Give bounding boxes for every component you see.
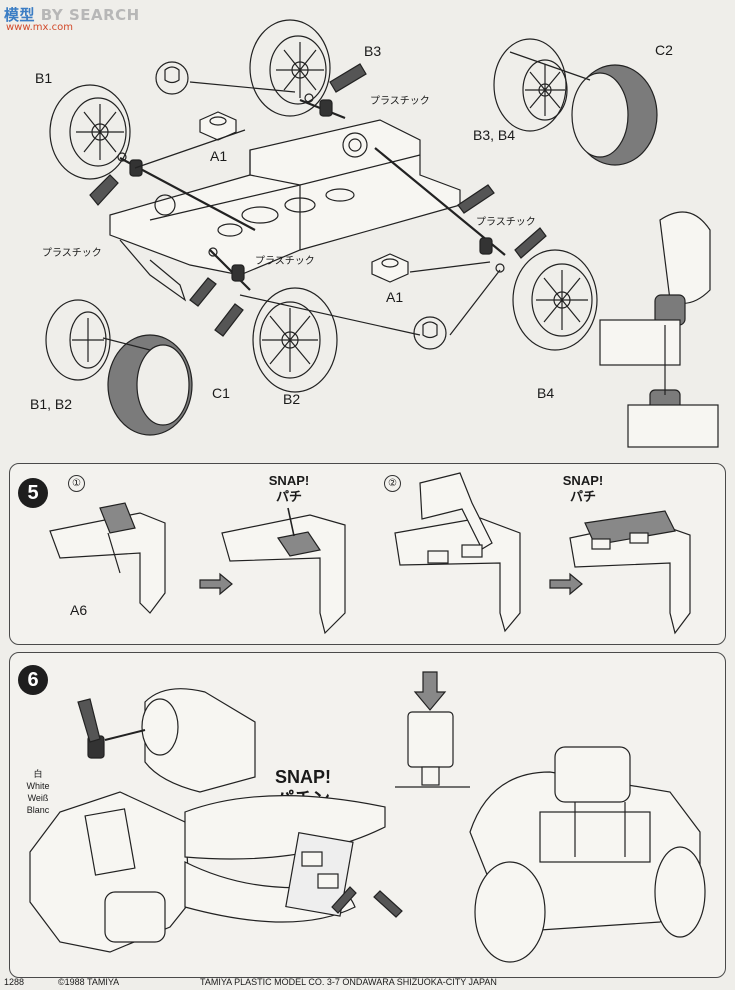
label-a1-top: A1 <box>210 148 228 164</box>
page-number: 1288 <box>4 977 25 987</box>
label-c2: C2 <box>655 42 673 58</box>
label-b4: B4 <box>537 385 555 401</box>
step5-number: 5 <box>18 478 48 508</box>
color-en: White <box>26 781 50 791</box>
label-a6: A6 <box>70 602 88 618</box>
wheel-b2 <box>252 287 338 393</box>
pinion-color-note: 白 White Weiß Blanc <box>18 768 58 816</box>
step6-illustration <box>29 671 706 963</box>
snap-callout-2: SNAP! パチ <box>560 473 606 505</box>
copyright: ©1988 TAMIYA <box>58 977 120 987</box>
plastic-label-1: プラスチック <box>370 96 430 107</box>
step6-number: 6 <box>18 665 48 695</box>
plastic-label-3: プラスチック <box>255 256 315 267</box>
label-b1: B1 <box>35 70 53 86</box>
snap-callout-1: SNAP! パチ <box>266 473 312 505</box>
watermark-search: BY SEARCH <box>40 6 140 24</box>
plastic-label-4: プラスチック <box>476 217 536 228</box>
wheel-b1b2 <box>45 299 111 381</box>
watermark-logo: 模型 BY SEARCH <box>4 4 140 25</box>
substep-1-marker: ① <box>68 475 85 492</box>
plastic-label-2: プラスチック <box>42 248 102 259</box>
label-b3b4: B3, B4 <box>473 127 516 143</box>
watermark-url: www.mx.com <box>6 22 73 33</box>
label-c1: C1 <box>212 385 230 401</box>
snap-text-1: SNAP! <box>268 473 310 488</box>
wheel-b4 <box>512 249 598 351</box>
wheel-b1 <box>49 84 131 180</box>
step5-illustration <box>49 472 691 635</box>
label-a1-bottom: A1 <box>386 289 404 305</box>
tire-c1 <box>107 334 193 436</box>
step4-illustration <box>45 19 719 448</box>
snap-text-2: SNAP! <box>562 473 604 488</box>
label-b1b2: B1, B2 <box>30 396 73 412</box>
company-address: TAMIYA PLASTIC MODEL CO. 3-7 ONDAWARA SH… <box>200 977 497 987</box>
wheel-b3-top <box>249 19 331 117</box>
substep-2-marker: ② <box>384 475 401 492</box>
page-footer: 1288 ©1988 TAMIYA TAMIYA PLASTIC MODEL C… <box>0 975 735 990</box>
snap-jp-1: パチ <box>275 489 302 504</box>
label-b3: B3 <box>364 43 382 59</box>
watermark-brand: 模型 <box>4 6 36 24</box>
wheel-b3b4 <box>493 38 568 132</box>
snap-text-3: SNAP! <box>274 767 331 787</box>
tire-c2 <box>571 64 658 166</box>
color-de: Weiß <box>27 793 49 803</box>
snap-jp-2: パチ <box>569 489 596 504</box>
color-jp: 白 <box>33 769 43 779</box>
label-b2: B2 <box>283 391 301 407</box>
color-fr: Blanc <box>26 805 50 815</box>
